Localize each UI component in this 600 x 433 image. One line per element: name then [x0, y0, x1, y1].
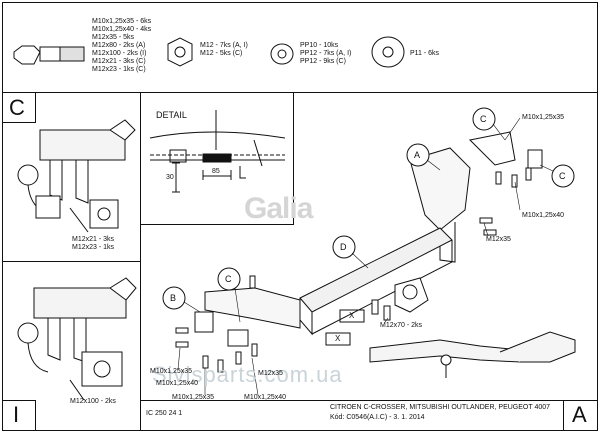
bolt-list: M10x1,25x35 - 6ks M10x1,25x40 - 4ks M12x… — [92, 18, 151, 74]
panel-a-label: A — [572, 402, 587, 427]
detail-bar-section — [202, 153, 232, 163]
callout-c-left: C — [225, 274, 232, 284]
bracket-c-left — [194, 311, 214, 333]
c-label-box — [2, 92, 36, 123]
callout-c-left-circle — [217, 267, 241, 291]
detail-dim-horizontal: 85 — [212, 168, 220, 175]
c-crossbar — [39, 129, 126, 161]
bolt-list-item: M10x1,25x40 - 4ks — [92, 26, 152, 33]
washer-list-item: PP12 - 9ks (C) — [300, 58, 346, 65]
detail-dim-vertical: 30 — [166, 174, 174, 181]
callout-c-top-circle — [472, 107, 496, 131]
footer-vehicle: CITROEN C-CROSSER, MITSUBISHI OUTLANDER,… — [330, 404, 551, 411]
bolt-thread-icon — [59, 46, 85, 62]
c-panel-bolt-item: M12x23 - 1ks — [72, 244, 115, 251]
washer-list-item: PP10 - 10ks — [300, 42, 339, 49]
bolt-list-item: M10x1,25x35 - 6ks — [92, 18, 152, 25]
i-panel-bolts: M12x100 - 2ks — [70, 398, 116, 405]
bolt-list-item: M12x23 - 1ks (C) — [92, 66, 146, 73]
nut-list: M12 - 7ks (A, I) M12 - 5ks (C) — [200, 42, 248, 58]
plate-washer-label: P11 - 6ks — [410, 50, 440, 57]
label-m12x35-mid: M12x35 — [486, 236, 511, 243]
label-m10-40-left: M10x1,25x40 — [156, 380, 199, 387]
label-m10-35-bottom: M10x1,25x35 — [172, 394, 215, 401]
washer-list: PP10 - 10ks PP12 - 7ks (A, I) PP12 - 9ks… — [300, 42, 351, 66]
label-m10-35-top: M10x1,25x35 — [522, 114, 565, 121]
watermark-text: Sivisparts.com.ua — [152, 362, 343, 387]
nut-list-item: M12 - 5ks (C) — [200, 50, 243, 57]
c-panel-bolts: M12x21 - 3ks M12x23 - 1ks — [72, 236, 114, 252]
detail-bumper-curve — [149, 131, 286, 139]
bracket-a — [409, 147, 471, 231]
bracket-c-right — [468, 131, 516, 166]
callout-a-circle — [406, 143, 430, 167]
panel-i-label: I — [13, 402, 20, 427]
detail-title: DETAIL — [156, 110, 187, 120]
detail-box — [140, 92, 294, 225]
callout-c-top: C — [480, 114, 487, 124]
callout-c-right: C — [559, 171, 566, 181]
callout-a: A — [414, 150, 421, 160]
panel-c-label: C — [9, 95, 25, 120]
footer-code: IC 250 24 1 — [146, 410, 183, 417]
c-panel-bolt-item: M12x21 - 3ks — [72, 236, 115, 243]
nut-list-item: M12 - 7ks (A, I) — [200, 42, 248, 49]
label-m10-40-right: M10x1,25x40 — [522, 212, 565, 219]
callout-b-circle — [162, 286, 186, 310]
a-label-box — [563, 400, 598, 431]
label-m12x70: M12x70 - 2ks — [380, 322, 423, 329]
galia-logo: Galia — [244, 192, 313, 225]
main-crossbar-d — [299, 227, 453, 313]
bracket-b — [204, 287, 301, 329]
bolt-list-item: M12x21 - 3ks (C) — [92, 58, 146, 65]
label-m10-40-bottom: M10x1,25x40 — [244, 394, 287, 401]
callout-d-circle — [332, 235, 356, 259]
bolt-list-item: M12x100 - 2ks (I) — [92, 50, 147, 57]
washer-list-item: PP12 - 7ks (A, I) — [300, 50, 352, 57]
label-m12x35-bottom: M12x35 — [258, 370, 283, 377]
i-towball — [17, 322, 39, 344]
callout-b: B — [170, 293, 177, 303]
x-marker-left: X — [335, 334, 341, 343]
x-marker-right: X — [349, 311, 355, 320]
callout-c-right-circle — [551, 164, 575, 188]
i-label-box — [2, 400, 36, 431]
bolt-list-item: M12x35 - 5ks — [92, 34, 135, 41]
i-crossbar — [33, 287, 127, 319]
bolt-list-item: M12x80 - 2ks (A) — [92, 42, 146, 49]
c-towball — [17, 164, 39, 186]
label-m10-35-left: M10x1,25x35 — [150, 368, 193, 375]
callout-d: D — [340, 242, 347, 252]
footer-kod: Kód: C0546(A.I.C) - 3. 1. 2014 — [330, 414, 425, 421]
x-marker-left-box — [325, 332, 351, 346]
preview-bar-right — [499, 331, 576, 363]
bolt-head-icon — [13, 45, 41, 65]
x-marker-right-box — [339, 309, 365, 323]
